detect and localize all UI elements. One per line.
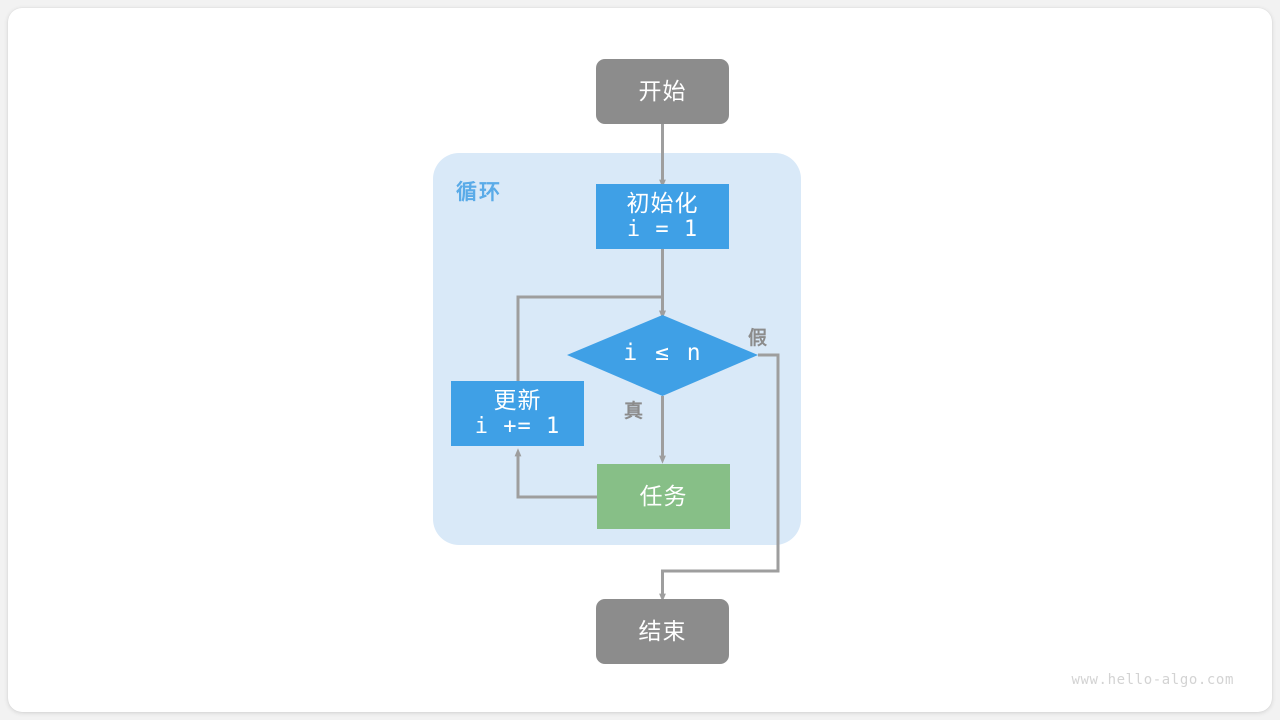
branch-label-false: 假: [748, 328, 768, 349]
watermark-text: www.hello-algo.com: [1071, 672, 1234, 688]
branch-label-true: 真: [624, 401, 644, 422]
node-init: 初始化 i = 1: [596, 184, 729, 249]
node-end: 结束: [596, 599, 729, 664]
node-task: 任务: [597, 464, 730, 529]
node-init-code: i = 1: [626, 217, 699, 243]
connector-layer: [514, 124, 780, 602]
node-start-label: 开始: [638, 77, 687, 104]
loop-group-label: 循环: [456, 181, 502, 204]
connector-decision-to-end: [659, 353, 780, 602]
node-init-label: 初始化: [626, 189, 699, 216]
node-update: 更新 i += 1: [451, 381, 584, 446]
decision-diamond: [567, 315, 758, 396]
node-end-label: 结束: [638, 617, 687, 644]
connector-update-to-decision: [516, 295, 666, 381]
node-task-label: 任务: [639, 482, 688, 509]
node-update-label: 更新: [493, 386, 542, 413]
decision-label: i ≤ n: [623, 340, 703, 366]
diagram-canvas: 循环 i ≤ n 真 假 开始: [8, 8, 1272, 712]
node-update-code: i += 1: [474, 414, 561, 440]
connector-task-to-update: [514, 448, 597, 499]
node-start: 开始: [596, 59, 729, 124]
